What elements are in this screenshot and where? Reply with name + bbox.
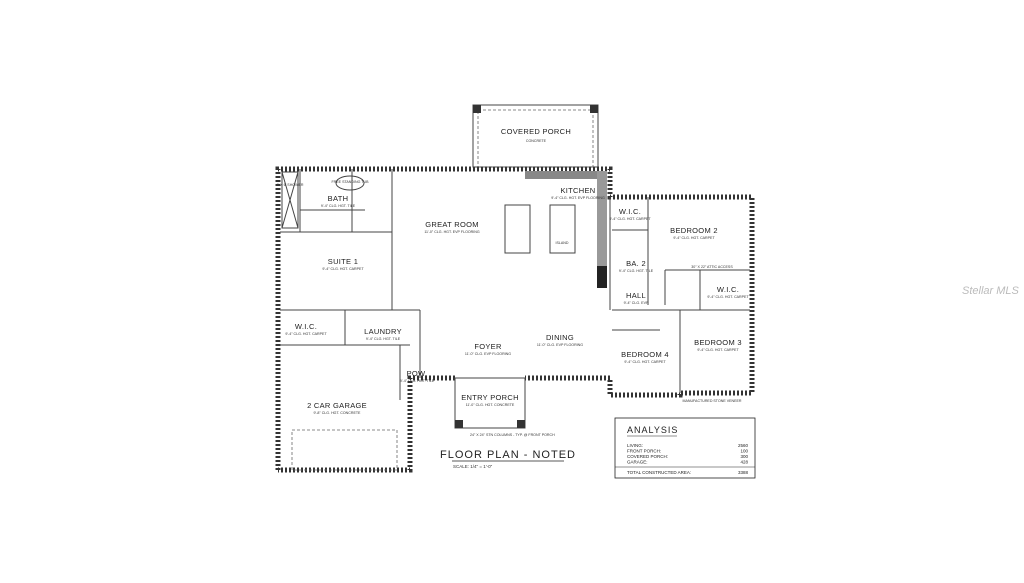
room-detail: 9'-4" CLG. HGT. TILE [619,269,654,273]
room-bath: BATH [328,194,349,203]
room-ba-2: BA. 2 [626,259,646,268]
covered-porch-inner [477,109,594,168]
porch-column [590,105,598,113]
porch-column [455,420,463,428]
shower-note: 4' X 6' SHOWER [277,183,304,187]
room-dining: DINING [546,333,574,342]
analysis-value: 300 [740,454,748,459]
room-wic-suite-1: W.I.C. [295,322,317,331]
exterior-wall [278,375,455,473]
room-detail: CONCRETE [526,139,547,143]
interior-walls [280,169,750,400]
room-detail: 9'-4" CLG. HGT. CARPET [322,267,364,271]
analysis-heading: ANALYSIS [627,425,678,435]
tub-icon [335,175,365,191]
room-detail: 11'-0" CLG. HGT. EVP FLOORING [424,230,480,234]
watermark: Stellar MLS [962,285,1020,297]
kitchen-counter [597,171,607,266]
room-detail: 9'-4" CLG. HGT. CARPET [609,217,651,221]
analysis-value: 428 [740,460,748,465]
kitchen-counter [525,171,607,179]
analysis-label: FRONT PORCH: [627,449,661,454]
room-foyer: FOYER [474,342,502,351]
room-garage: 2 CAR GARAGE [307,401,367,410]
room-wic-bedroom-2: W.I.C. [619,207,641,216]
room-detail: 11'-0" CLG. HGT. CONCRETE [466,403,515,407]
room-detail: 9'-8" CLG. HGT. CONCRETE [314,411,361,415]
room-detail: 11'-0" CLG. EVP FLOORING [537,343,583,347]
island [549,204,576,254]
analysis-label: GARAGE: [627,460,648,465]
room-hall: HALL [626,291,646,300]
room-laundry: LAUNDRY [364,327,402,336]
room-suite-1: SUITE 1 [328,257,358,266]
column-note: 24" X 24" STN COLUMNS - TYP. @ FRONT POR… [470,433,555,437]
porch-column [473,105,481,113]
covered-porch-outline [472,104,599,168]
shower-icon [281,171,299,229]
exterior-wall [275,166,755,470]
entry-porch-outline [454,377,526,429]
plan-scale: SCALE: 1/4" = 1'-0" [453,464,493,469]
analysis-table: ANALYSIS LIVING: 2560 FRONT PORCH: 100 C… [614,417,756,479]
island-label: ISLAND [556,241,569,245]
analysis-box [614,417,756,479]
room-detail: 9'-4" CLG. HGT. CARPET [285,332,327,336]
plan-title: FLOOR PLAN - NOTED [440,449,576,461]
room-covered-porch: COVERED PORCH [501,127,571,136]
analysis-label: LIVING: [627,443,643,448]
room-bedroom-3: BEDROOM 3 [694,338,742,347]
room-wic-bedroom-3: W.I.C. [717,285,739,294]
room-labels: COVERED PORCH CONCRETE BATH 9'-4" CLG. H… [285,127,749,415]
analysis-total-value: 3388 [738,470,749,475]
room-detail: 9'-4" CLG. HGT. CARPET [697,348,739,352]
room-detail: 9'-4" CLG. HGT. TILE [400,379,435,383]
analysis-value: 2560 [738,443,749,448]
room-pow: POW. [407,369,428,378]
room-detail: 9'-4" CLG. HGT. TILE [321,204,356,208]
garage-door [291,429,398,471]
room-detail: 9'-4" CLG. HGT. CARPET [707,295,749,299]
room-detail: 11'-0" CLG. EVP FLOORING [465,352,511,356]
room-detail: 9'-4" CLG. HGT. TILE [366,337,401,341]
room-great-room: GREAT ROOM [425,220,479,229]
stone-note: MANUFACTURED STONE VENEER [682,399,741,403]
analysis-value: 100 [740,449,748,454]
shower-x [281,171,299,229]
room-entry-porch: ENTRY PORCH [461,393,519,402]
table [504,204,531,254]
range [597,266,607,288]
room-bedroom-4: BEDROOM 4 [621,350,669,359]
room-bedroom-2: BEDROOM 2 [670,226,718,235]
analysis-label: COVERED PORCH: [627,454,668,459]
room-detail: 9'-4" CLG. HGT. EVP FLOORING [551,196,605,200]
room-detail: 9'-4" CLG. EVP [624,301,649,305]
tub-note: FREE STANDING TUB [331,180,369,184]
room-detail: 9'-4" CLG. HGT. CARPET [673,236,715,240]
analysis-total-label: TOTAL CONSTRUCTED AREA: [627,470,691,475]
room-kitchen: KITCHEN [560,186,595,195]
room-detail: 9'-4" CLG. HGT. CARPET [624,360,666,364]
porch-column [517,420,525,428]
attic-note: 30" X 22" ATTIC ACCESS [691,265,733,269]
